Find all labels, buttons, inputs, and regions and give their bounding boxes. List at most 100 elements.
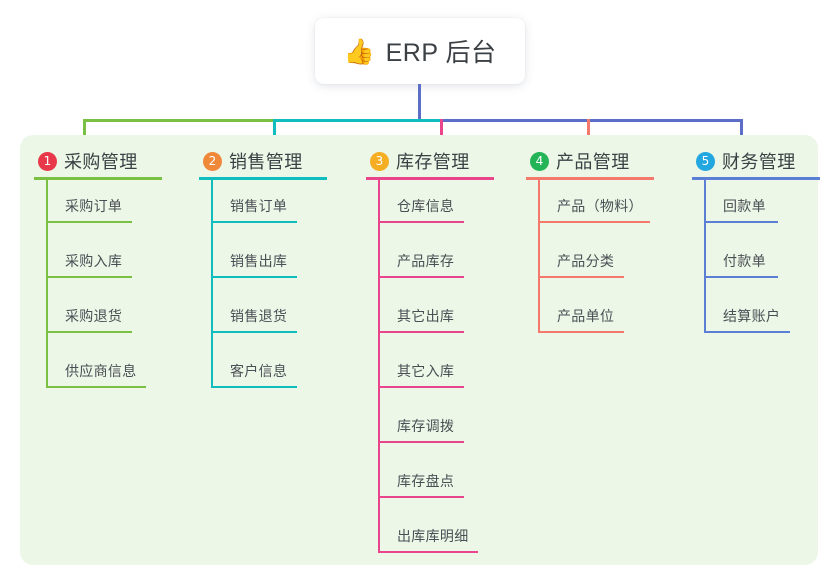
leaf-rule <box>538 331 624 333</box>
branch-spine <box>538 177 540 333</box>
leaf-rule <box>378 441 464 443</box>
branch-number-badge: 2 <box>203 151 222 171</box>
leaf-node[interactable]: 客户信息 <box>211 344 297 388</box>
branch-spine <box>378 177 380 553</box>
leaf-node[interactable]: 付款单 <box>704 234 778 278</box>
leaf-rule <box>704 331 790 333</box>
branch-header-inventory-management[interactable]: 3 库存管理 <box>370 148 470 174</box>
branch-header-sales-management[interactable]: 2 销售管理 <box>203 148 303 174</box>
leaf-label: 供应商信息 <box>65 363 137 379</box>
leaf-rule <box>378 551 478 553</box>
branch-header-product-management[interactable]: 4 产品管理 <box>530 148 630 174</box>
leaf-label: 销售订单 <box>230 198 288 214</box>
leaf-rule <box>704 276 778 278</box>
branch-product-management: 4 产品管理产品（物料） 产品分类产品单位 <box>512 135 682 565</box>
leaf-label: 回款单 <box>723 198 766 214</box>
leaf-rule <box>211 386 297 388</box>
branches-panel: 1 采购管理采购订单采购入库采购退货供应商信息 2 销售管理销售订单销售出库销售退货客… <box>20 135 820 565</box>
leaf-rule <box>538 276 624 278</box>
branch-header-rule <box>199 177 327 180</box>
branch-title: 库存管理 <box>396 152 470 172</box>
branch-finance-management: 5 财务管理回款单付款单结算账户 <box>678 135 839 565</box>
branch-header-purchase-management[interactable]: 1 采购管理 <box>38 148 138 174</box>
bus-segment-green <box>83 119 273 122</box>
leaf-node[interactable]: 产品库存 <box>378 234 464 278</box>
leaf-label: 产品分类 <box>557 253 615 269</box>
branch-number-badge: 1 <box>38 151 57 171</box>
leaf-label: 结算账户 <box>723 308 781 324</box>
leaf-label: 产品单位 <box>557 308 615 324</box>
leaf-rule <box>46 276 132 278</box>
leaf-label: 库存盘点 <box>397 473 455 489</box>
leaf-label: 其它出库 <box>397 308 455 324</box>
leaf-rule <box>46 221 132 223</box>
root-stem-connector <box>418 84 421 122</box>
leaf-node[interactable]: 产品分类 <box>538 234 624 278</box>
leaf-node[interactable]: 其它出库 <box>378 289 464 333</box>
leaf-rule <box>46 386 146 388</box>
leaf-node[interactable]: 仓库信息 <box>378 179 464 223</box>
leaf-rule <box>378 386 464 388</box>
branch-spine <box>704 177 706 333</box>
leaf-node[interactable]: 供应商信息 <box>46 344 146 388</box>
leaf-node[interactable]: 出库库明细 <box>378 509 478 553</box>
leaf-node[interactable]: 销售退货 <box>211 289 297 333</box>
leaf-label: 仓库信息 <box>397 198 455 214</box>
leaf-rule <box>378 496 464 498</box>
branch-purchase-management: 1 采购管理采购订单采购入库采购退货供应商信息 <box>20 135 190 565</box>
leaf-label: 其它入库 <box>397 363 455 379</box>
leaf-label: 库存调拨 <box>397 418 455 434</box>
leaf-rule <box>704 221 778 223</box>
leaf-rule <box>211 331 297 333</box>
leaf-node[interactable]: 销售订单 <box>211 179 297 223</box>
leaf-node[interactable]: 采购退货 <box>46 289 132 333</box>
branch-inventory-management: 3 库存管理仓库信息产品库存其它出库其它入库库存调拨库存盘点出库库明细 <box>352 135 522 565</box>
leaf-label: 客户信息 <box>230 363 288 379</box>
leaf-label: 付款单 <box>723 253 766 269</box>
branch-number-badge: 5 <box>696 151 715 171</box>
branch-header-rule <box>526 177 654 180</box>
branch-title: 采购管理 <box>64 152 138 172</box>
branch-spine <box>211 177 213 388</box>
leaf-node[interactable]: 产品（物料） <box>538 179 650 223</box>
branch-header-finance-management[interactable]: 5 财务管理 <box>696 148 796 174</box>
leaf-label: 采购订单 <box>65 198 123 214</box>
branch-title: 产品管理 <box>556 152 630 172</box>
leaf-node[interactable]: 库存盘点 <box>378 454 464 498</box>
branch-title: 财务管理 <box>722 152 796 172</box>
leaf-rule <box>378 221 464 223</box>
branch-sales-management: 2 销售管理销售订单销售出库销售退货客户信息 <box>185 135 355 565</box>
leaf-node[interactable]: 采购订单 <box>46 179 132 223</box>
bus-segment-blue <box>440 119 740 122</box>
leaf-rule <box>378 276 464 278</box>
branch-number-badge: 4 <box>530 151 549 171</box>
thumbs-up-icon: 👍 <box>343 37 375 66</box>
branch-header-rule <box>34 177 162 180</box>
leaf-rule <box>538 221 650 223</box>
root-title: ERP 后台 <box>385 39 497 67</box>
leaf-rule <box>211 221 297 223</box>
leaf-node[interactable]: 产品单位 <box>538 289 624 333</box>
leaf-node[interactable]: 销售出库 <box>211 234 297 278</box>
leaf-label: 采购退货 <box>65 308 123 324</box>
leaf-label: 产品库存 <box>397 253 455 269</box>
leaf-node[interactable]: 结算账户 <box>704 289 790 333</box>
leaf-rule <box>46 331 132 333</box>
leaf-node[interactable]: 回款单 <box>704 179 778 223</box>
branch-title: 销售管理 <box>229 152 303 172</box>
branch-header-rule <box>692 177 820 180</box>
leaf-node[interactable]: 其它入库 <box>378 344 464 388</box>
root-node[interactable]: 👍 ERP 后台 <box>315 18 525 84</box>
leaf-node[interactable]: 采购入库 <box>46 234 132 278</box>
bus-segment-teal <box>273 119 440 122</box>
leaf-rule <box>211 276 297 278</box>
branch-number-badge: 3 <box>370 151 389 171</box>
leaf-node[interactable]: 库存调拨 <box>378 399 464 443</box>
leaf-label: 出库库明细 <box>397 528 469 544</box>
leaf-label: 销售出库 <box>230 253 288 269</box>
branch-spine <box>46 177 48 388</box>
leaf-label: 采购入库 <box>65 253 123 269</box>
leaf-label: 产品（物料） <box>557 198 643 214</box>
branch-header-rule <box>366 177 494 180</box>
leaf-rule <box>378 331 464 333</box>
